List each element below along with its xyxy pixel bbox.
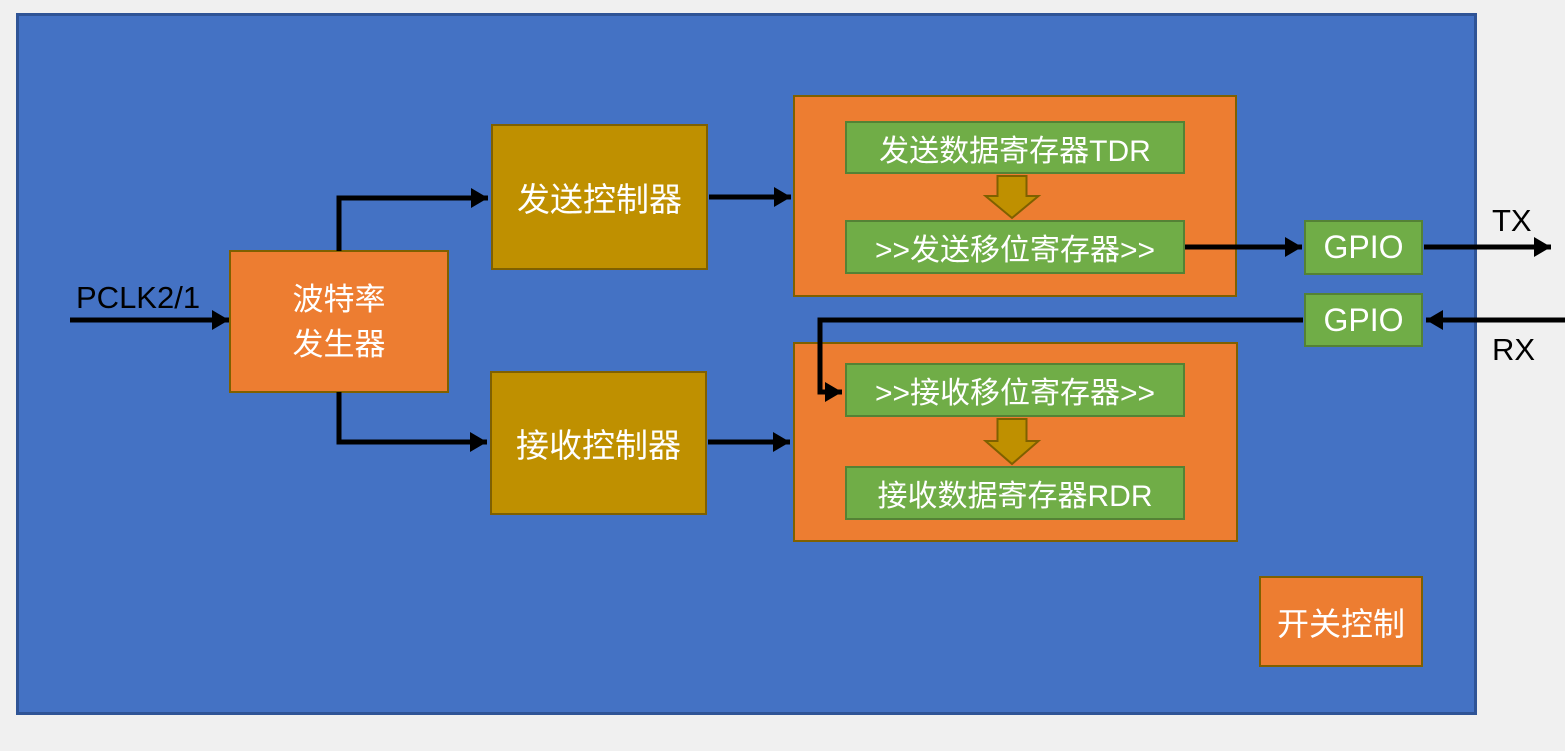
baud-rate-generator-label-line2: 发生器 xyxy=(292,326,386,362)
gpio-tx-block: GPIO xyxy=(1304,220,1423,275)
gpio-tx-label: GPIO xyxy=(1323,229,1404,265)
transmit-controller-block: 发送控制器 xyxy=(491,124,708,270)
switch-control-label: 开关控制 xyxy=(1276,605,1405,642)
baud-rate-generator-label-line1: 波特率 xyxy=(292,281,386,317)
gpio-rx-label: GPIO xyxy=(1323,301,1404,338)
baud-rate-generator-block: 波特率 发生器 xyxy=(229,250,449,393)
rx-pin-label-text: RX xyxy=(1492,332,1536,367)
tx-pin-label-text: TX xyxy=(1492,203,1532,238)
receive-shift-register-label: >>接收移位寄存器>> xyxy=(874,377,1156,410)
rx-pin-label: RX xyxy=(1492,332,1535,368)
transmit-controller-label: 发送控制器 xyxy=(517,181,682,218)
transmit-shift-register-label: >>发送移位寄存器>> xyxy=(874,234,1156,267)
transmit-data-register-tdr-block: 发送数据寄存器TDR xyxy=(845,121,1185,174)
receive-shift-register-block: >>接收移位寄存器>> xyxy=(845,363,1185,417)
switch-control-block: 开关控制 xyxy=(1259,576,1423,667)
gpio-rx-block: GPIO xyxy=(1304,293,1423,347)
transmit-data-register-tdr-label: 发送数据寄存器TDR xyxy=(879,134,1151,168)
receive-data-register-rdr-block: 接收数据寄存器RDR xyxy=(845,466,1185,520)
tx-pin-label: TX xyxy=(1492,203,1532,239)
receive-controller-label: 接收控制器 xyxy=(516,427,681,464)
receive-data-register-rdr-label: 接收数据寄存器RDR xyxy=(877,480,1153,513)
transmit-shift-register-block: >>发送移位寄存器>> xyxy=(845,220,1185,274)
receive-controller-block: 接收控制器 xyxy=(490,371,707,515)
pclk-clock-label: PCLK2/1 xyxy=(76,280,200,316)
pclk-clock-label-text: PCLK2/1 xyxy=(76,280,201,315)
